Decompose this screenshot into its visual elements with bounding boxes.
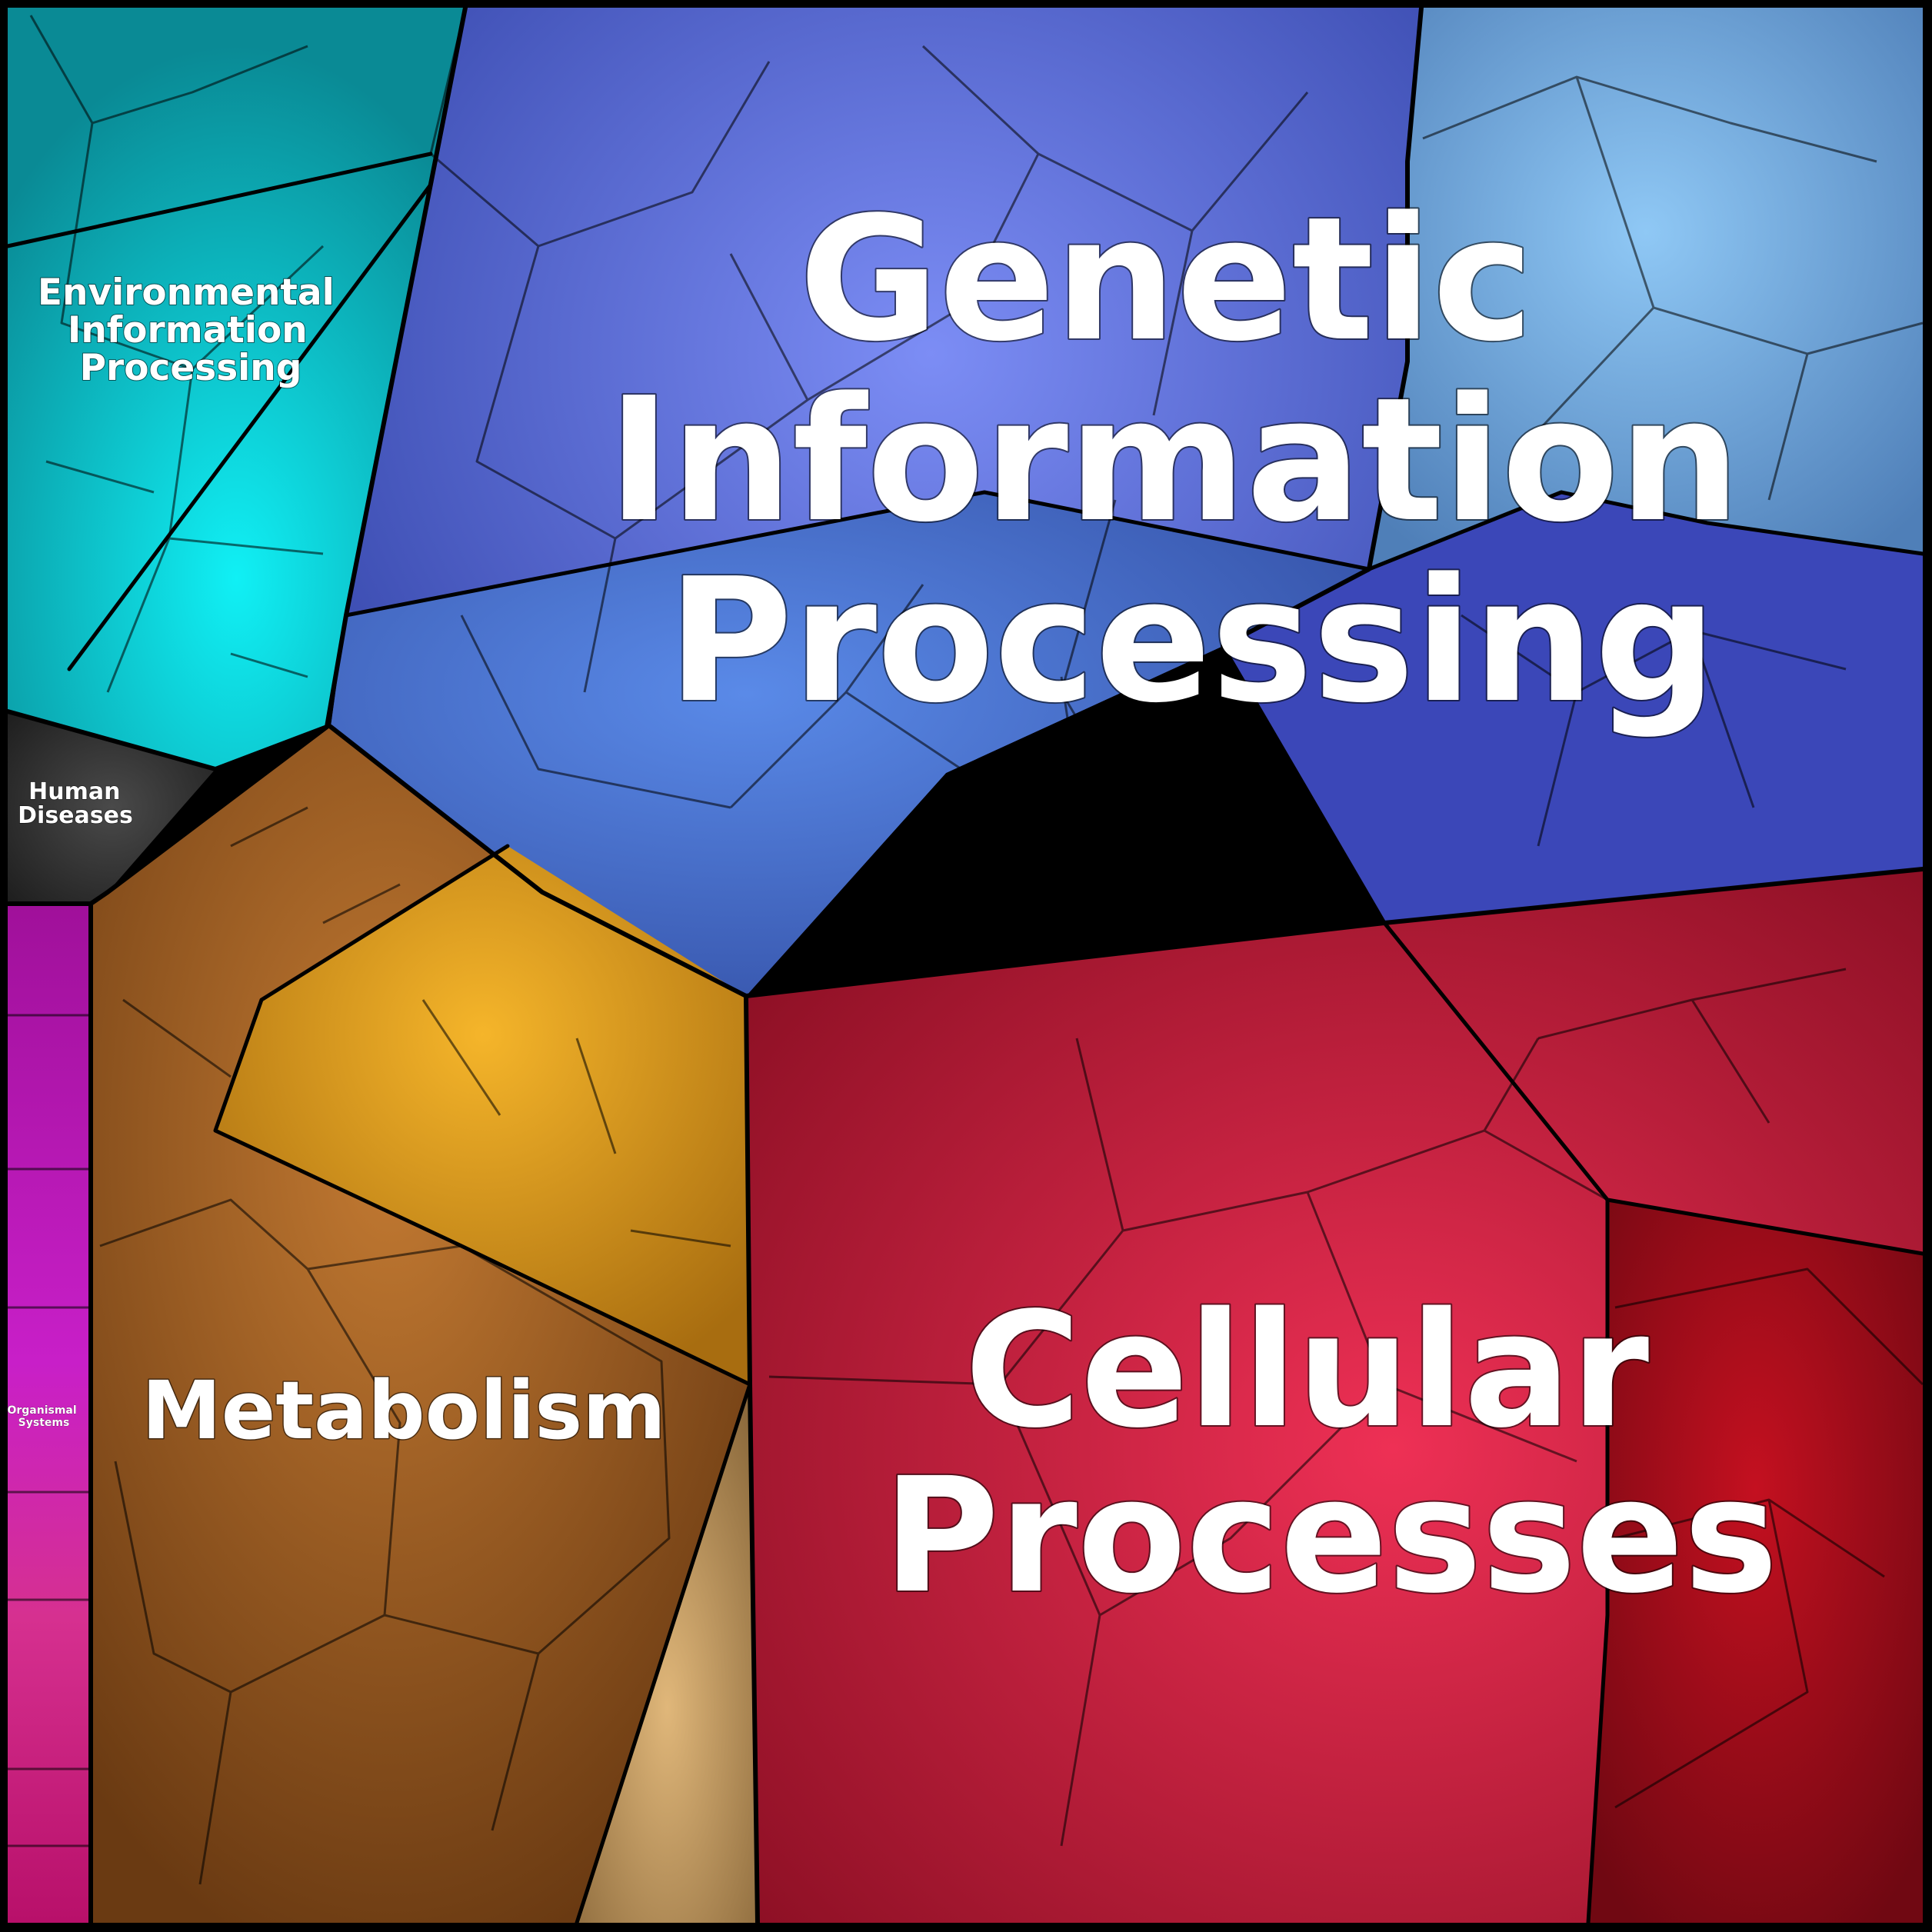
label-organismal: Organismal Systems xyxy=(7,1404,80,1429)
environmental-subregion xyxy=(8,8,465,769)
cellular-subregion-darkred xyxy=(1588,1200,1923,1923)
label-genetic-line1: Genetic xyxy=(799,181,1534,379)
label-genetic-line2: Information xyxy=(608,361,1740,560)
label-cellular-line1: Cellular xyxy=(964,1278,1649,1463)
human-subregion xyxy=(8,711,215,904)
label-cellular: Cellular Processes xyxy=(883,1278,1777,1628)
label-organismal-line2: Systems xyxy=(18,1417,70,1429)
metabolism-subregion-gold xyxy=(215,846,750,1384)
region-organismal xyxy=(8,904,91,1923)
label-organismal-line1: Organismal xyxy=(7,1404,76,1417)
region-human xyxy=(8,711,215,904)
label-genetic: Genetic Information Processing xyxy=(608,181,1800,741)
label-genetic-line3: Processing xyxy=(668,542,1717,741)
label-human: Human Diseases xyxy=(18,778,133,829)
label-cellular-line2: Processes xyxy=(883,1444,1777,1628)
label-environmental: Environmental Information Processing xyxy=(38,271,347,389)
label-environmental-line1: Environmental xyxy=(38,271,335,314)
label-metabolism-line1: Metabolism xyxy=(142,1364,665,1457)
region-environmental xyxy=(8,8,465,769)
label-environmental-line2: Information xyxy=(68,309,308,351)
cell-lines xyxy=(8,7,1924,1885)
genetic-subregion-midblue xyxy=(331,492,1369,996)
label-environmental-line3: Processing xyxy=(80,347,302,389)
label-metabolism: Metabolism xyxy=(142,1364,665,1457)
organismal-subregion xyxy=(8,904,91,1923)
label-human-line1: Human xyxy=(28,778,120,805)
region-genetic xyxy=(331,8,1923,996)
genetic-subregion-lightblue xyxy=(1369,8,1923,569)
label-human-line2: Diseases xyxy=(18,802,133,829)
region-cellular xyxy=(746,869,1923,1923)
